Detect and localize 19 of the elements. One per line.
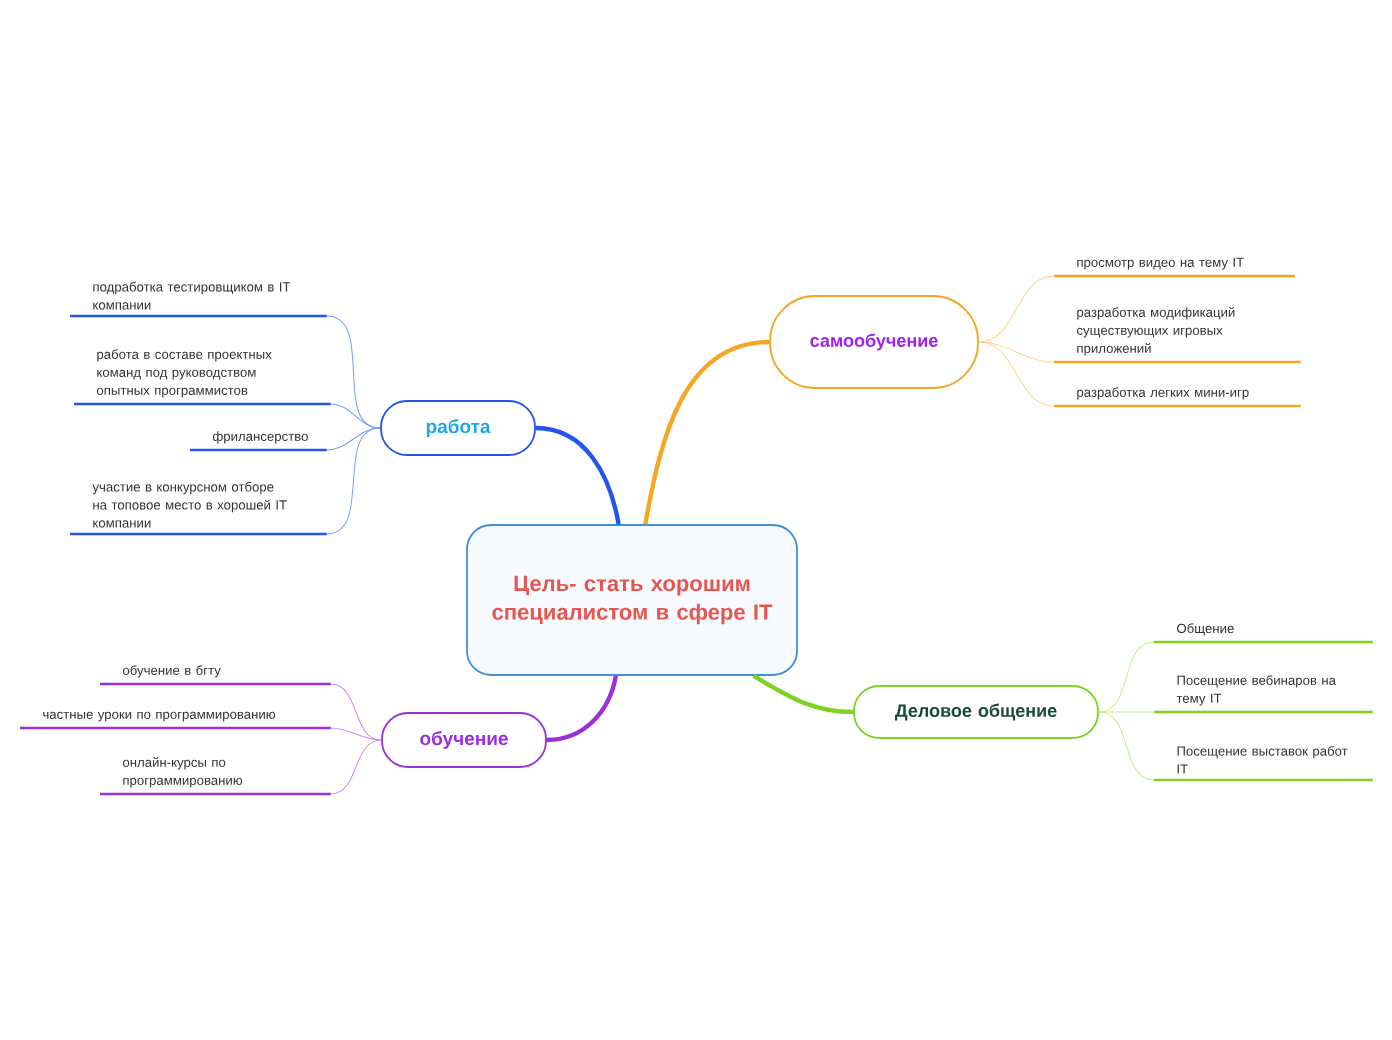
goal-box: Цель- стать хорошим специалистом в сфере IT (466, 524, 798, 676)
connector (1098, 711, 1155, 713)
connector (330, 739, 382, 795)
topic-box: работа (380, 400, 536, 456)
topic-box: обучение (381, 712, 547, 768)
connector (330, 403, 381, 429)
connector (1098, 711, 1155, 781)
connector (978, 341, 1055, 363)
connector (978, 275, 1055, 343)
connector (330, 683, 382, 741)
connector (330, 727, 382, 741)
connector (643, 339, 770, 525)
topic-box: Деловое общение (853, 685, 1099, 739)
connector (978, 341, 1055, 407)
connector (326, 427, 381, 535)
connector (535, 425, 621, 525)
topic-box: самообучение (769, 295, 979, 389)
connector (752, 674, 854, 715)
connector (546, 675, 618, 743)
